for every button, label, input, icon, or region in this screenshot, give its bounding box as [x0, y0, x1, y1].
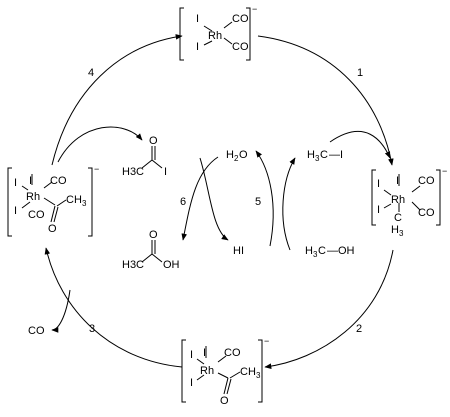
svg-text:I: I [377, 178, 380, 190]
svg-text:3: 3 [82, 199, 87, 208]
svg-text:HI: HI [233, 245, 244, 257]
svg-text:I: I [190, 377, 193, 389]
step-number-4: 4 [88, 67, 94, 79]
svg-text:3: 3 [399, 229, 404, 238]
svg-text:CH: CH [240, 366, 256, 378]
complex-bottom: − I I Rh CO I CH 3 O [181, 336, 269, 407]
hydrogen-iodide: HI [233, 245, 244, 257]
svg-text:H: H [307, 149, 315, 161]
svg-text:CO: CO [224, 347, 241, 359]
complex-top: − I Rh CO I CO [179, 4, 257, 61]
svg-text:H: H [391, 224, 399, 236]
charge-left: − [94, 164, 99, 174]
svg-text:I: I [14, 177, 17, 189]
svg-text:O: O [48, 223, 57, 235]
acetic-acid: H3C O OH [122, 229, 180, 271]
methyl-iodide-entry-arrow [329, 130, 391, 159]
complex-right: − I I Rh CO I CO C H 3 [371, 166, 447, 238]
svg-text:CO: CO [232, 13, 249, 25]
svg-text:O: O [149, 135, 158, 147]
cycle-arrow-step-1 [257, 35, 394, 166]
step-6-arrow-a [181, 156, 219, 241]
svg-text:I: I [396, 175, 399, 187]
complex-left: − I I Rh CO I CO CH 3 O [7, 164, 99, 237]
cycle-arrow-step-3 [44, 247, 183, 368]
co-entry-arrow [51, 289, 71, 333]
step-number-1: 1 [357, 67, 363, 79]
svg-text:2: 2 [234, 154, 239, 163]
svg-text:3: 3 [256, 371, 261, 380]
svg-text:CO: CO [28, 325, 45, 337]
svg-text:I: I [29, 175, 32, 187]
cycle-arrow-step-4 [51, 34, 183, 166]
step-5-arrow-b [282, 157, 296, 251]
charge-bottom: − [264, 336, 269, 346]
svg-text:CO: CO [418, 207, 435, 219]
svg-text:O: O [149, 229, 158, 241]
water: H 2 O [226, 149, 248, 163]
step-number-2: 2 [356, 323, 362, 335]
svg-text:Rh: Rh [391, 194, 405, 206]
svg-text:CO: CO [418, 175, 435, 187]
svg-text:Rh: Rh [26, 191, 40, 203]
svg-text:Rh: Rh [208, 30, 222, 42]
svg-text:C: C [318, 245, 326, 257]
svg-text:I: I [196, 13, 199, 25]
svg-text:H3C: H3C [122, 259, 144, 271]
svg-text:H: H [305, 245, 313, 257]
svg-text:H: H [226, 149, 234, 161]
carbon-monoxide: CO [28, 325, 45, 337]
svg-text:—I: —I [329, 149, 343, 161]
svg-text:I: I [377, 204, 380, 216]
step-number-5: 5 [255, 196, 261, 208]
svg-text:O: O [220, 395, 229, 407]
svg-text:3: 3 [315, 154, 320, 163]
cycle-arrow-step-2 [264, 249, 394, 369]
step-number-6: 6 [180, 196, 186, 208]
methanol: H 3 C —OH [305, 245, 355, 259]
svg-text:CO: CO [232, 41, 249, 53]
svg-text:C: C [320, 149, 328, 161]
svg-text:3: 3 [313, 250, 318, 259]
step-6-arrow-b [199, 157, 229, 241]
svg-text:I: I [14, 205, 17, 217]
svg-text:I: I [203, 347, 206, 359]
svg-text:H3C: H3C [122, 166, 144, 178]
step-5-arrow-a [255, 150, 274, 247]
methyl-iodide: H 3 C —I [307, 149, 343, 163]
svg-text:CH: CH [66, 194, 82, 206]
svg-text:CO: CO [28, 209, 45, 221]
svg-text:CO: CO [50, 175, 67, 187]
acetyl-iodide-release-arrow [57, 126, 143, 163]
svg-text:I: I [190, 349, 193, 361]
svg-text:I: I [164, 166, 167, 178]
svg-text:OH: OH [163, 259, 180, 271]
acetyl-iodide: H3C O I [122, 135, 167, 178]
step-number-3: 3 [89, 323, 95, 335]
svg-text:—OH: —OH [327, 245, 355, 257]
svg-text:Rh: Rh [200, 365, 214, 377]
charge-top: − [252, 4, 257, 14]
charge-right: − [442, 166, 447, 176]
svg-text:C: C [394, 212, 402, 224]
svg-text:I: I [196, 41, 199, 53]
svg-text:O: O [239, 149, 248, 161]
